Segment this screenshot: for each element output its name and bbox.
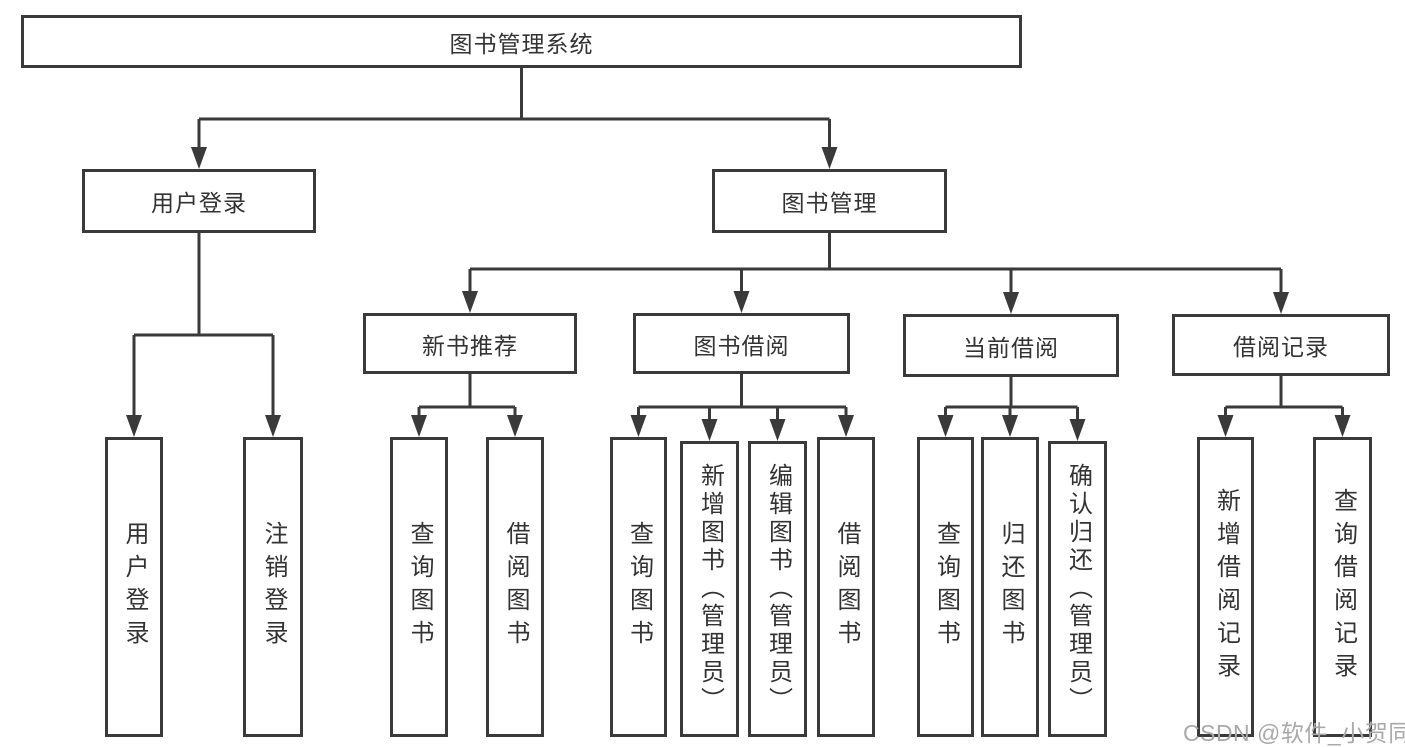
leaf-current-return-books: 归还图书 [981, 437, 1039, 737]
arrowhead-icon [126, 415, 142, 437]
leaf-newbook-query-books-label: 查询图书 [406, 521, 433, 653]
arrowhead-icon [265, 415, 281, 437]
arrowhead-icon [1334, 415, 1351, 437]
leaf-records-query-record-label: 查询借阅记录 [1329, 488, 1357, 686]
arrowhead-icon [411, 415, 427, 437]
leaf-records-add-record: 新增借阅记录 [1197, 437, 1254, 737]
leaf-newbook-borrow-books: 借阅图书 [486, 437, 544, 737]
arrowhead-icon [838, 415, 854, 437]
node-user-login: 用户登录 [82, 169, 316, 233]
arrowhead-icon [769, 419, 786, 441]
leaf-borrow-borrow-books-label: 借阅图书 [833, 521, 860, 653]
node-current-borrow-label: 当前借阅 [963, 334, 1059, 361]
leaf-newbook-borrow-books-label: 借阅图书 [502, 521, 529, 653]
arrowhead-icon [821, 147, 838, 169]
leaf-records-query-record: 查询借阅记录 [1313, 437, 1372, 737]
leaf-user-login-label: 用户登录 [121, 521, 148, 653]
arrowhead-icon [1217, 415, 1234, 437]
arrowhead-icon [1002, 415, 1018, 437]
node-book-borrow-label: 图书借阅 [693, 332, 790, 359]
node-new-book-recommend: 新书推荐 [363, 313, 577, 374]
csdn-watermark: CSDN @软件_小贺同学 [1183, 720, 1405, 746]
leaf-borrow-query-books: 查询图书 [610, 437, 667, 737]
arrowhead-icon [462, 291, 478, 313]
arrowhead-icon [1069, 419, 1086, 441]
leaf-borrow-add-books-admin: 新增图书（管理员） [680, 441, 739, 737]
node-borrow-records: 借阅记录 [1172, 314, 1390, 376]
leaf-borrow-query-books-label: 查询图书 [625, 521, 653, 653]
node-book-management: 图书管理 [712, 169, 947, 233]
leaf-borrow-borrow-books: 借阅图书 [817, 437, 875, 737]
leaf-current-query-books-label: 查询图书 [932, 521, 960, 653]
arrowhead-icon [1003, 292, 1019, 314]
arrowhead-icon [191, 147, 207, 169]
node-current-borrow: 当前借阅 [903, 314, 1119, 377]
node-book-borrow: 图书借阅 [633, 313, 850, 374]
arrowhead-icon [937, 415, 954, 437]
leaf-records-add-record-label: 新增借阅记录 [1212, 488, 1240, 686]
leaf-logout-label: 注销登录 [260, 521, 287, 653]
leaf-current-confirm-return-admin-label: 确认归还（管理员） [1064, 463, 1092, 715]
node-book-management-label: 图书管理 [781, 190, 878, 216]
node-new-book-recommend-label: 新书推荐 [422, 332, 518, 359]
leaf-logout: 注销登录 [243, 437, 303, 737]
arrowhead-icon [630, 415, 647, 437]
leaf-borrow-add-books-admin-label: 新增图书（管理员） [696, 463, 724, 715]
node-root-label: 图书管理系统 [449, 30, 594, 57]
node-user-login-label: 用户登录 [151, 190, 247, 216]
leaf-borrow-edit-books-admin-label: 编辑图书（管理员） [764, 463, 792, 715]
arrowhead-icon [733, 291, 750, 313]
leaf-current-confirm-return-admin: 确认归还（管理员） [1048, 441, 1107, 737]
arrowhead-icon [1273, 292, 1289, 314]
leaf-current-return-books-label: 归还图书 [997, 521, 1024, 653]
node-root: 图书管理系统 [21, 15, 1022, 68]
arrowhead-icon [507, 415, 523, 437]
leaf-borrow-edit-books-admin: 编辑图书（管理员） [748, 441, 807, 737]
leaf-current-query-books: 查询图书 [917, 437, 974, 737]
leaf-user-login: 用户登录 [105, 437, 163, 737]
leaf-newbook-query-books: 查询图书 [390, 437, 448, 737]
arrowhead-icon [701, 419, 718, 441]
node-borrow-records-label: 借阅记录 [1233, 334, 1329, 360]
